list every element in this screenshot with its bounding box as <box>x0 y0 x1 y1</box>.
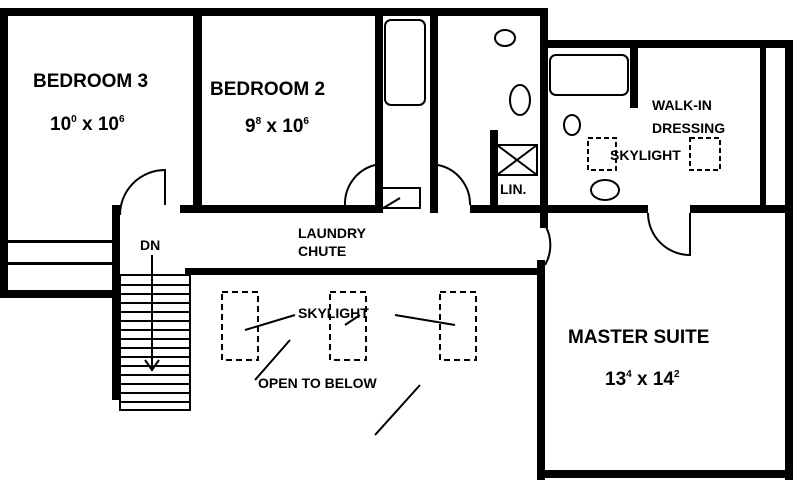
laundry-label-1: LAUNDRY <box>298 225 367 241</box>
linen-label: LIN. <box>500 181 526 197</box>
toilet <box>494 29 516 47</box>
open-to-below-label: OPEN TO BELOW <box>258 375 378 391</box>
sink-master <box>590 179 620 201</box>
dressing-label-2: DRESSING <box>652 120 725 136</box>
chute-opening <box>379 187 421 209</box>
stairs-down-label: DN <box>140 237 160 253</box>
fixtures <box>119 19 691 266</box>
bedroom3-dimensions: 100 x 106 <box>50 114 125 135</box>
door-swing <box>119 168 166 216</box>
stairs <box>119 255 191 411</box>
master-suite-dimensions: 134 x 142 <box>605 369 680 390</box>
skylights <box>221 137 721 436</box>
bedroom2-label: BEDROOM 2 <box>210 79 325 100</box>
master-suite-label: MASTER SUITE <box>568 327 709 348</box>
toilet-master <box>563 114 581 136</box>
bathtub-bath2 <box>384 19 426 106</box>
bedroom2-dimensions: 98 x 106 <box>245 116 309 137</box>
walls <box>0 8 793 480</box>
bathtub-master <box>549 54 629 96</box>
bath-skylight-label: SKYLIGHT <box>610 147 681 163</box>
sink <box>509 84 531 116</box>
laundry-box <box>496 144 538 176</box>
dressing-label-1: WALK-IN <box>652 97 712 113</box>
laundry-label-2: CHUTE <box>298 243 346 259</box>
skylight-label: SKYLIGHT <box>298 305 369 321</box>
bedroom3-label: BEDROOM 3 <box>33 71 148 92</box>
